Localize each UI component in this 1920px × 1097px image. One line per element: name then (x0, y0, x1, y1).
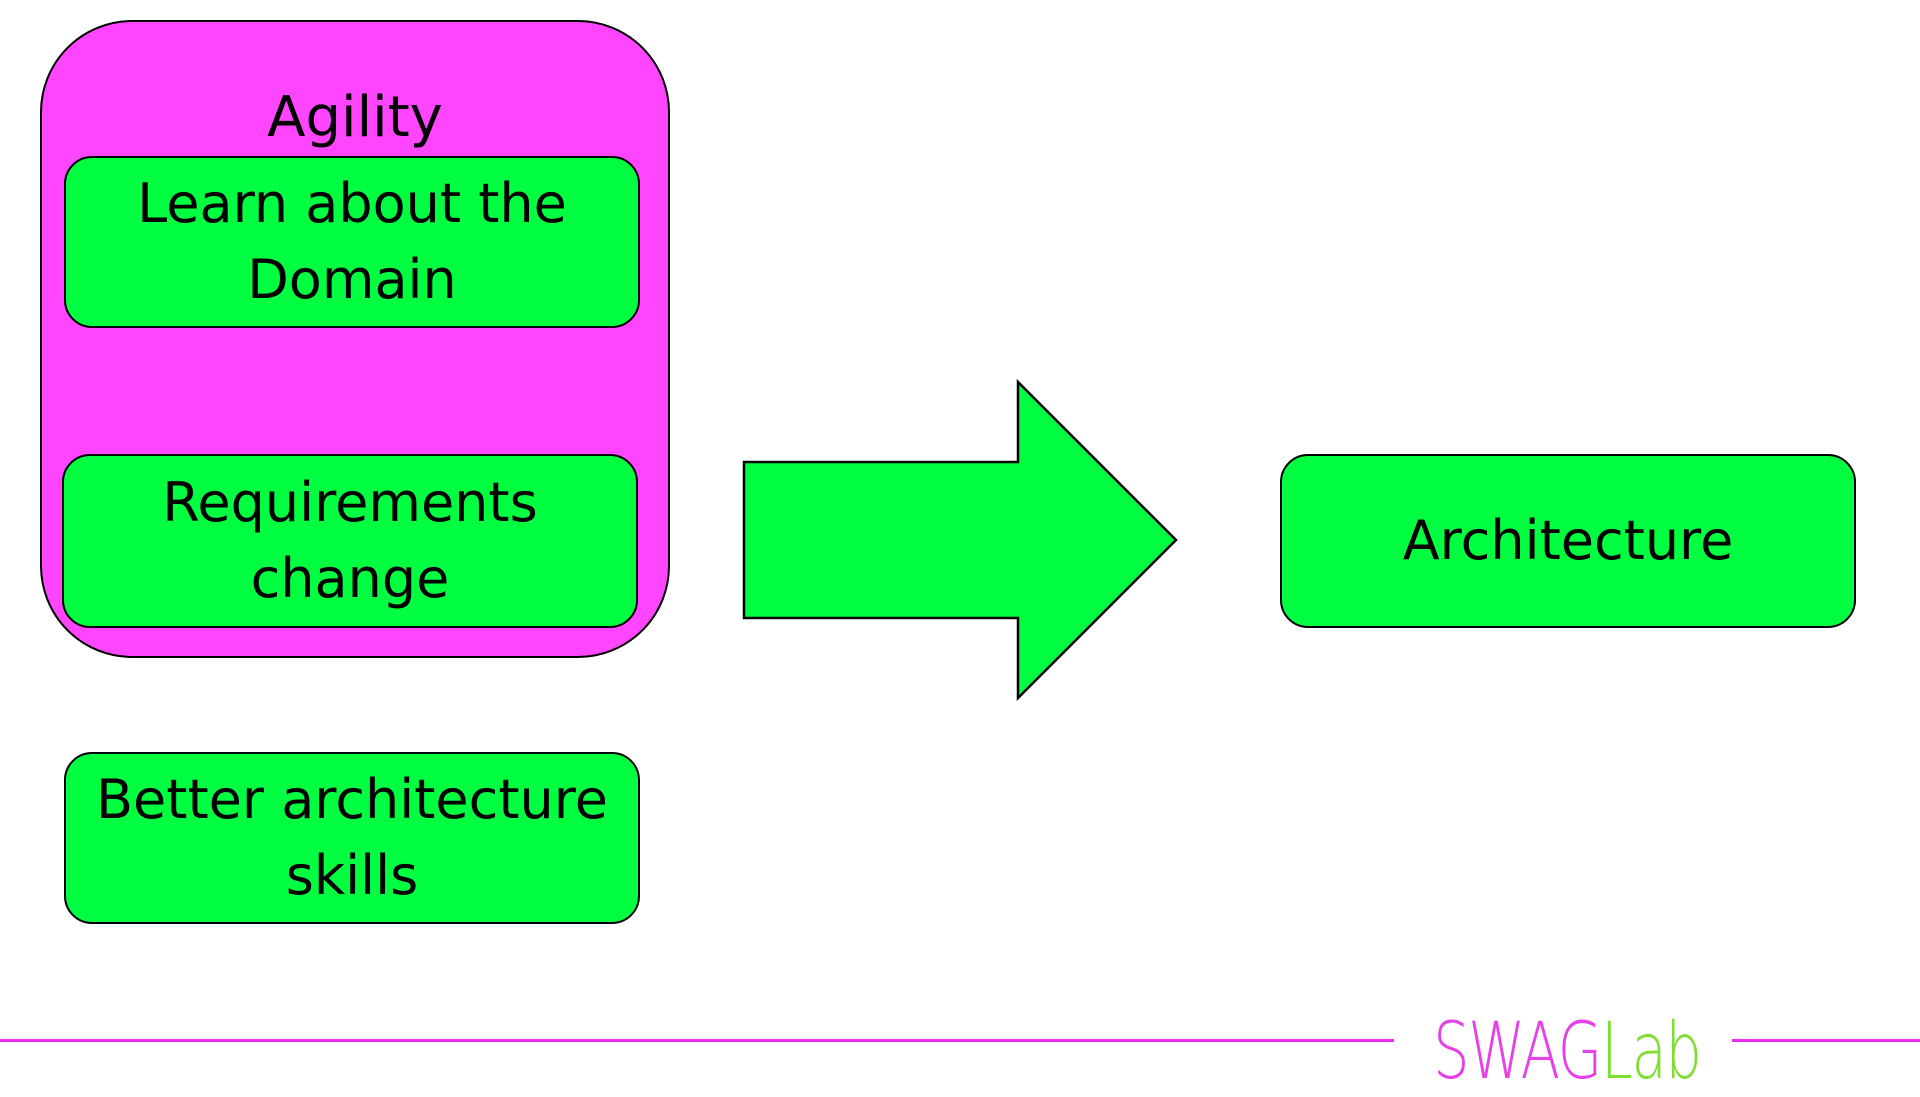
better-skills-line2: skills (285, 844, 419, 907)
architecture-label: Architecture (1402, 509, 1734, 572)
agility-title: Agility (267, 85, 443, 150)
requirements-change-line2: change (250, 547, 450, 610)
learn-domain-line1: Learn about the (137, 172, 567, 235)
logo-lab: Lab (1601, 1007, 1702, 1097)
architecture-box: Architecture (1280, 454, 1856, 628)
requirements-change-line1: Requirements (162, 471, 538, 534)
better-skills-line1: Better architecture (96, 768, 608, 831)
better-skills-box: Better architecture skills (64, 752, 640, 924)
requirements-change-box: Requirements change (62, 454, 638, 628)
footer-line-right (1732, 1039, 1920, 1042)
learn-domain-box: Learn about the Domain (64, 156, 640, 328)
logo-swag: SWAG (1433, 1007, 1602, 1097)
footer-line-left (0, 1039, 1394, 1042)
learn-domain-line2: Domain (247, 248, 457, 311)
swaglab-logo: SWAGLab (1422, 1012, 1712, 1092)
right-arrow-icon (742, 378, 1178, 702)
